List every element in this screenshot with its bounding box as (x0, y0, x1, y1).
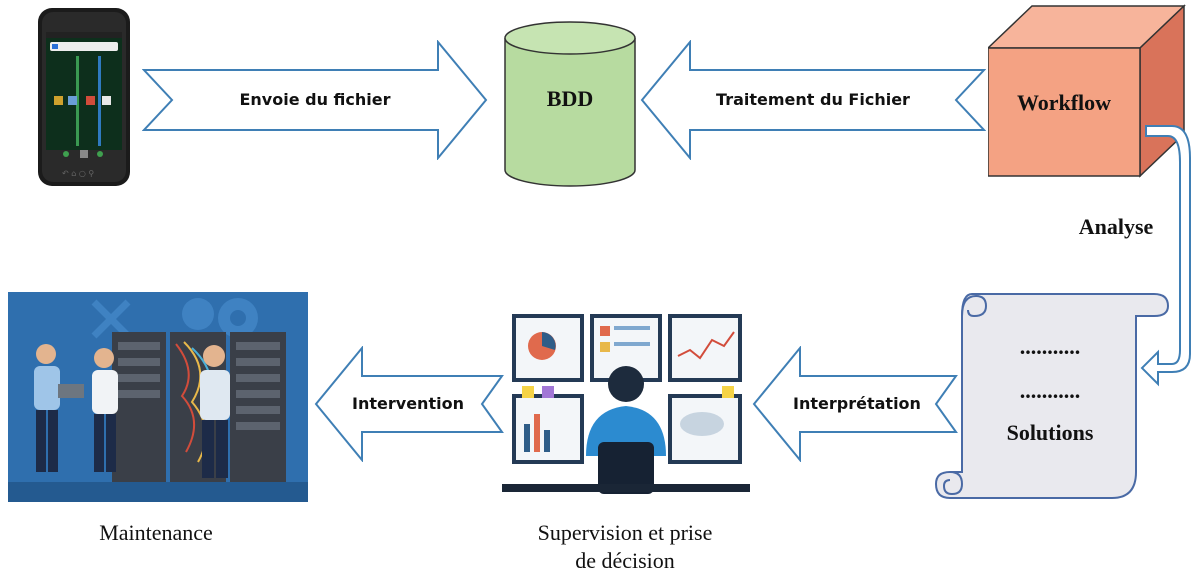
solutions-label: Solutions (1006, 420, 1094, 445)
workflow-label: Workflow (1016, 90, 1112, 115)
solutions-dots-line-1: ........... (1019, 334, 1081, 359)
database-label: BDD (546, 86, 594, 111)
supervision-caption-line-1: Supervision et prise (537, 520, 713, 545)
analyse-label: Analyse (1078, 214, 1154, 239)
arrow-interpretation (752, 346, 958, 462)
supervision-caption-line-2: de décision (575, 548, 675, 573)
solutions-scroll-icon (932, 282, 1172, 504)
svg-text:↶ ⌂ ○ ⚲: ↶ ⌂ ○ ⚲ (61, 169, 94, 178)
maintenance-caption: Maintenance (99, 520, 213, 545)
solutions-dots-line-2: ........... (1019, 378, 1081, 403)
supervision-monitors-illustration (502, 306, 750, 502)
arrow-interpretation-label: Interprétation (793, 394, 921, 413)
arrow-send-file-label: Envoie du fichier (239, 90, 391, 109)
arrow-intervention (314, 346, 504, 462)
maintenance-illustration (8, 292, 308, 502)
database-cylinder-icon (502, 20, 638, 190)
arrow-file-processing-label: Traitement du Fichier (716, 90, 910, 109)
smartphone-icon: ↶ ⌂ ○ ⚲ (36, 6, 132, 188)
arrow-intervention-label: Intervention (352, 394, 464, 413)
analyse-curved-arrow (1128, 118, 1194, 388)
arrow-send-file (142, 40, 488, 160)
arrow-file-processing (640, 40, 986, 160)
